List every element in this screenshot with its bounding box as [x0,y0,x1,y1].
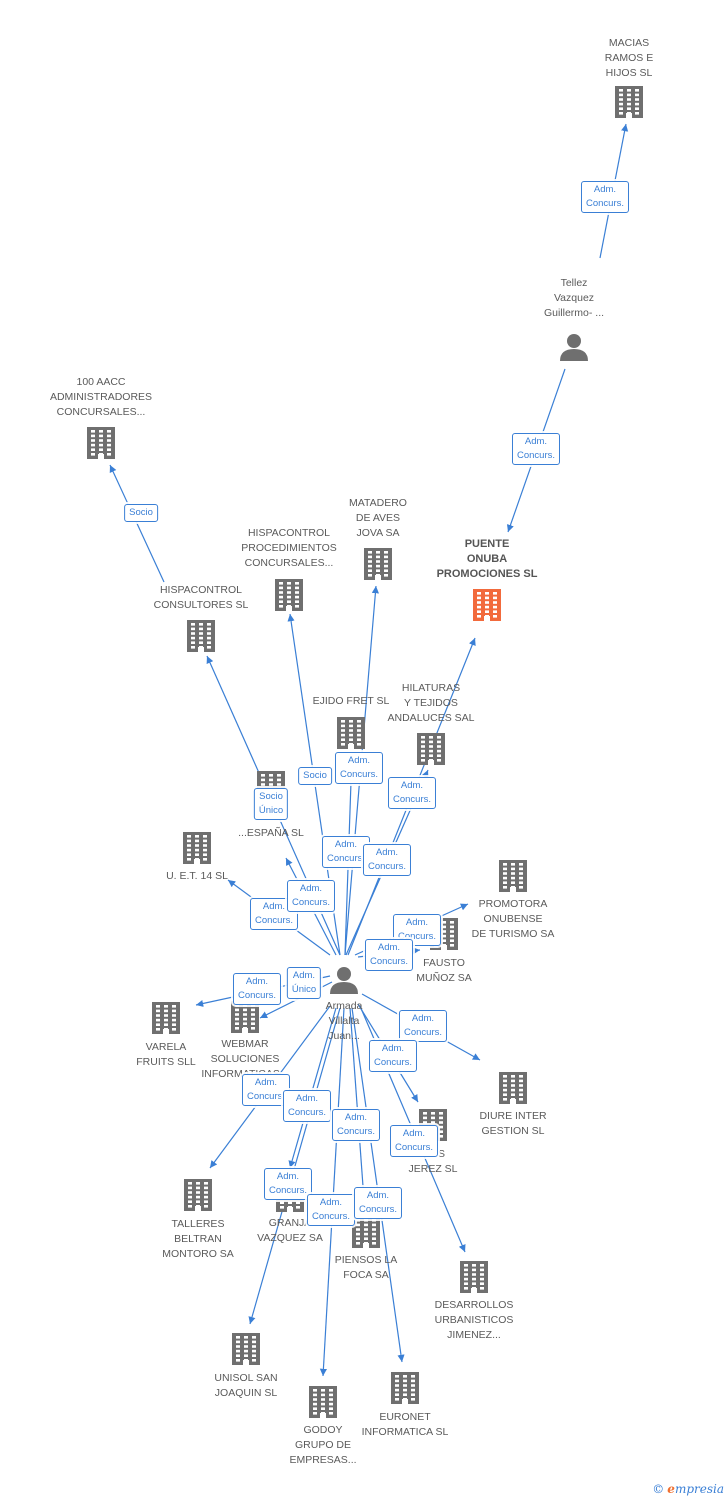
company-icon[interactable] [460,1261,488,1293]
company-icon[interactable] [615,86,643,118]
company-icon[interactable] [352,1216,380,1248]
edge-label[interactable]: Adm. Concurs. [286,880,336,912]
company-icon[interactable] [391,1372,419,1404]
company-icon[interactable] [87,427,115,459]
company-icon[interactable] [184,1179,212,1211]
company-icon[interactable] [364,548,392,580]
empresia-footer: ©empresia [652,1482,724,1496]
edge-label[interactable]: Adm. Concurs. [241,1074,291,1106]
edge-label[interactable]: Adm. Concurs. [353,1187,403,1219]
edge-line [349,1007,368,1201]
company-icon[interactable] [417,733,445,765]
edge-line [351,1007,405,1363]
company-label[interactable]: VARELA FRUITS SLL [136,1041,196,1068]
edge-label[interactable]: Adm. Concurs. [263,1168,313,1200]
edge-line [319,1007,345,1377]
edge-label[interactable]: Adm. Concurs. [282,1090,332,1122]
company-icon[interactable] [499,860,527,892]
company-label[interactable]: GRANJA VAZQUEZ SA [257,1217,323,1244]
person-icon[interactable] [560,334,588,361]
brand-e: e [667,1482,675,1496]
edge-label[interactable]: Adm. Concurs. [387,777,437,809]
person-icon[interactable] [330,967,358,994]
person-label[interactable]: Tellez Vazquez Guillermo- ... [543,277,605,319]
company-label[interactable]: HILATURAS Y TEJIDOS ANDALUCES SAL [387,682,475,724]
company-label[interactable]: PROMOTORA ONUBENSE DE TURISMO SA [471,898,555,940]
company-label[interactable]: DESARROLLOS URBANISTICOS JIMENEZ... [434,1299,514,1341]
edge-label[interactable]: Adm. Concurs. [334,752,384,784]
company-icon[interactable] [232,1333,260,1365]
company-label[interactable]: DIURE INTER GESTION SL [479,1110,547,1137]
edge-label[interactable]: Socio Único [253,788,289,820]
edge-label[interactable]: Adm. Concurs. [232,973,282,1005]
company-label[interactable]: MACIAS RAMOS E HIJOS SL [604,37,654,79]
edge-label[interactable]: Adm. Concurs. [362,844,412,876]
company-label[interactable]: 100 AACC ADMINISTRADORES CONCURSALES... [49,376,153,418]
edge-label[interactable]: Adm. Concurs. [580,181,630,213]
edge-label[interactable]: Socio [298,767,332,785]
company-label[interactable]: ...ESPAÑA SL [238,827,304,839]
company-label[interactable]: UNISOL SAN JOAQUIN SL [214,1372,278,1399]
main-company-icon[interactable] [473,589,501,621]
company-label[interactable]: U. E.T. 14 SL [166,870,228,882]
company-label[interactable]: FAUSTO MUÑOZ SA [416,957,472,984]
edge-label[interactable]: Adm. Concurs. [306,1194,356,1226]
edge-label[interactable]: Adm. Concurs. [331,1109,381,1141]
brand-name: mpresia [674,1482,724,1496]
edge-line [248,1007,341,1325]
edge-label[interactable]: Adm. Concurs. [389,1125,439,1157]
company-icon[interactable] [337,717,365,749]
company-icon[interactable] [309,1386,337,1418]
edge-label[interactable]: Adm. Concurs. [364,939,414,971]
company-icon[interactable] [231,1001,259,1033]
company-icon[interactable] [183,832,211,864]
company-label[interactable]: TALLERES BELTRAN MONTORO SA [162,1218,234,1260]
company-label[interactable]: GODOY GRUPO DE EMPRESAS... [289,1424,357,1466]
company-label[interactable]: HISPACONTROL PROCEDIMIENTOS CONCURSALES.… [241,527,337,569]
edge-label[interactable]: Socio [124,504,158,522]
company-label[interactable]: HISPACONTROL CONSULTORES SL [153,584,249,611]
edge-line [288,1007,337,1169]
copyright-symbol: © [652,1482,665,1496]
company-icon[interactable] [152,1002,180,1034]
edge-label[interactable]: Adm. Concurs. [368,1040,418,1072]
company-icon[interactable] [499,1072,527,1104]
company-label[interactable]: PIENSOS LA FOCA SA [334,1254,398,1281]
company-icon[interactable] [187,620,215,652]
company-label[interactable]: MATADERO DE AVES JOVA SA [349,497,407,539]
edge-label[interactable]: Adm. Concurs. [511,433,561,465]
company-label[interactable]: PUENTE ONUBA PROMOCIONES SL [436,538,538,580]
company-label[interactable]: EURONET INFORMATICA SL [361,1411,449,1438]
edge-label[interactable]: Adm. Concurs. [398,1010,448,1042]
company-label[interactable]: EJIDO FRET SL [312,695,390,707]
company-icon[interactable] [275,579,303,611]
edge-line [109,464,165,583]
person-label[interactable]: Armada Villalta Juan... [325,1000,363,1042]
edge-label[interactable]: Adm. Único [286,967,322,999]
